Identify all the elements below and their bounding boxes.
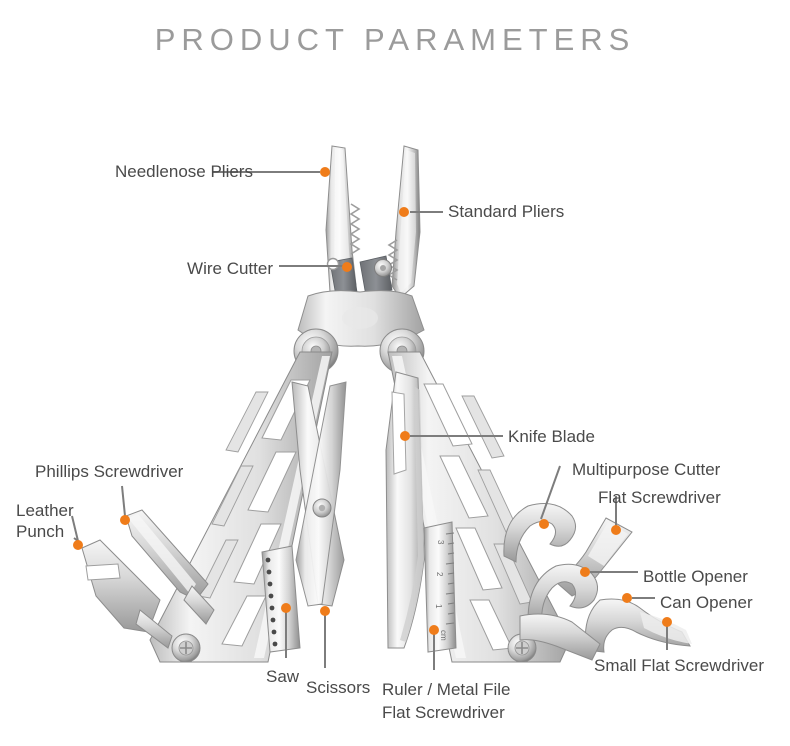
callout-label-bottle-opener: Bottle Opener [643,567,748,586]
callout-label-leather-punch: Leather Punch [16,500,98,542]
callout-label-scissors: Scissors [306,678,371,697]
svg-text:2: 2 [435,572,444,577]
callout-label-needlenose-pliers: Needlenose Pliers [115,162,253,181]
callout-label-small-flat-screwdriver: Small Flat Screwdriver [594,656,765,675]
page-title: PRODUCT PARAMETERS [154,22,636,57]
callout-label-ruler-metal-file: Ruler / Metal File [382,680,511,699]
callout-label-phillips-screwdriver: Phillips Screwdriver [35,462,184,481]
svg-text:1: 1 [434,604,443,609]
svg-text:3: 3 [436,540,445,545]
callout-label-knife-blade: Knife Blade [508,427,595,446]
callout-label-multipurpose-cutter: Multipurpose Cutter [572,460,721,479]
callout-label-wire-cutter: Wire Cutter [187,259,273,278]
leather-punch-line1: Leather Punch [16,501,74,541]
svg-text:cm: cm [439,630,448,641]
callout-label-standard-pliers: Standard Pliers [448,202,565,221]
callout-label-saw: Saw [266,667,300,686]
callout-label-flat-screwdriver-top: Flat Screwdriver [598,488,721,507]
callout-label-can-opener: Can Opener [660,593,753,612]
callout-label-flat-screwdriver-bottom: Flat Screwdriver [382,703,505,722]
